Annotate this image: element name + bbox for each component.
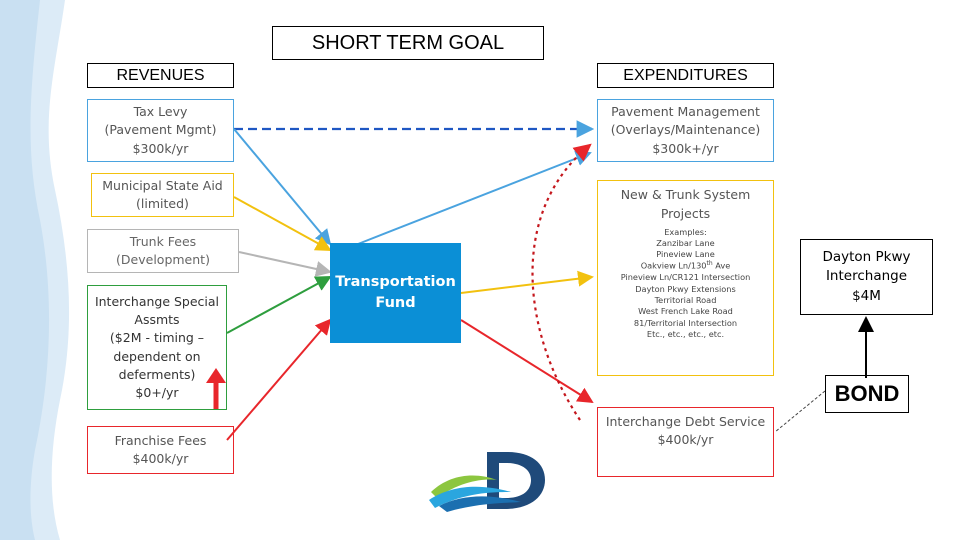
arrow-stateaid-to-fund [233, 196, 332, 251]
bond-box: BOND [825, 375, 909, 413]
example-item: Pineview Ln/CR121 Intersection [620, 272, 751, 283]
arrow-franchise-curve-to-pavement [531, 143, 592, 421]
example-heading: Examples: [664, 226, 707, 237]
arrow-special-up-head [206, 368, 226, 383]
revenue-franchise-fees: Franchise Fees $400k/yr [87, 426, 234, 474]
arrow-trunk-to-fund [238, 251, 332, 277]
revenue-tax-levy: Tax Levy (Pavement Mgmt) $300k/yr [87, 99, 234, 162]
decorative-swoosh [0, 0, 70, 540]
revenue-interchange-special-assessments: Interchange Special Assmts ($2M - timing… [87, 285, 227, 410]
transportation-fund: Transportation Fund [330, 243, 461, 343]
revenue-municipal-state-aid: Municipal State Aid (limited) [91, 173, 234, 217]
page-title: SHORT TERM GOAL [272, 26, 544, 60]
arrow-franchise-to-fund [226, 318, 332, 441]
line-bond-to-debt [774, 390, 826, 433]
example-item: Dayton Pkwy Extensions [635, 283, 736, 294]
expenditures-header: EXPENDITURES [597, 63, 774, 88]
example-item: Etc., etc., etc., etc. [646, 329, 725, 340]
city-logo [429, 452, 545, 512]
example-item: 81/Territorial Intersection [633, 317, 738, 328]
arrow-fund-to-debt [460, 319, 594, 404]
example-item: Oakview Ln/130th Ave [640, 260, 731, 272]
example-item: Zanzibar Lane [656, 237, 715, 248]
dayton-pkwy-interchange: Dayton Pkwy Interchange $4M [800, 239, 933, 315]
expenditure-pavement-management: Pavement Management (Overlays/Maintenanc… [597, 99, 774, 162]
revenue-trunk-fees: Trunk Fees (Development) [87, 229, 239, 273]
example-item: Territorial Road [654, 295, 717, 306]
projects-title: New & Trunk System Projects [620, 187, 751, 221]
example-item: West French Lake Road [638, 306, 733, 317]
project-examples-list: Examples: Zanzibar Lane Pineview Lane Oa… [621, 227, 751, 341]
expenditure-interchange-debt-service: Interchange Debt Service $400k/yr [597, 407, 774, 477]
revenues-header: REVENUES [87, 63, 234, 88]
expenditure-new-trunk-projects: New & Trunk System Projects Examples: Za… [597, 180, 774, 376]
arrow-fund-to-projects [460, 270, 594, 294]
arrow-fund-to-pavement [357, 150, 592, 245]
example-item: Pineview Lane [656, 249, 715, 260]
arrow-tax-to-fund [233, 128, 332, 246]
arrow-special-to-fund [226, 276, 332, 334]
